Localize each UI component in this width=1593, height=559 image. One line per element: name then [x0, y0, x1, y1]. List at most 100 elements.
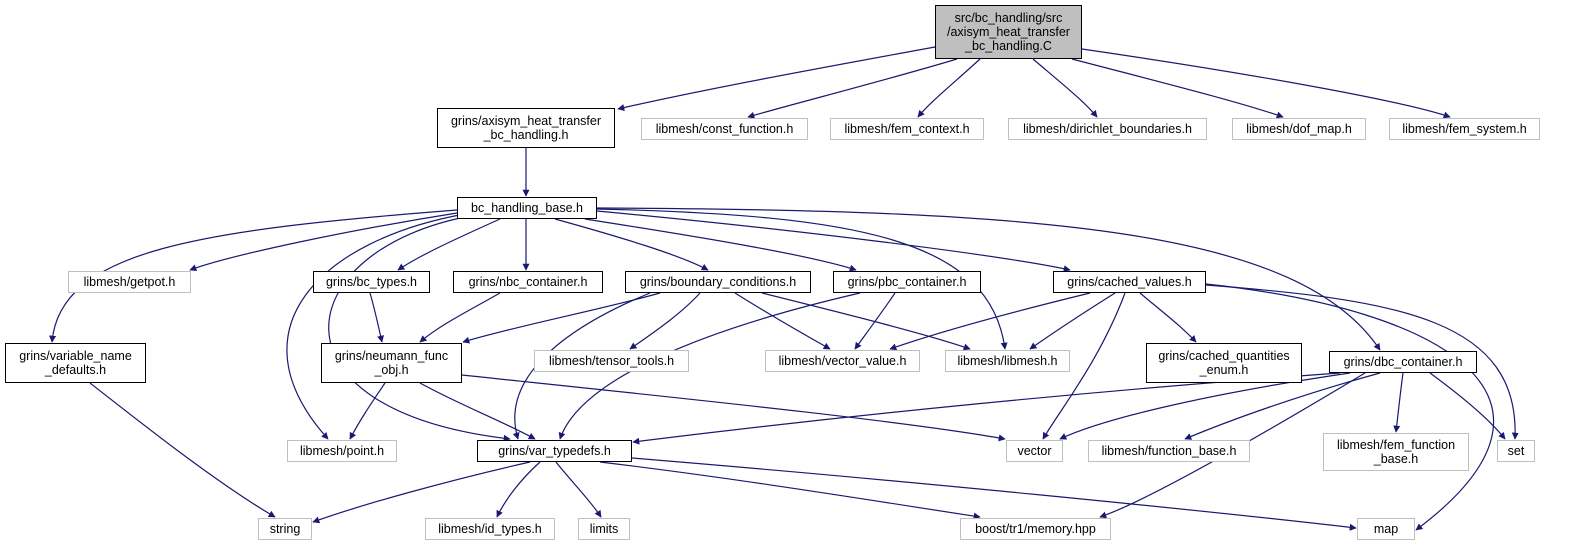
node-vector-value: libmesh/vector_value.h	[765, 350, 920, 372]
edge-boundary-to-tensor	[629, 292, 701, 350]
node-id-types: libmesh/id_types.h	[425, 518, 555, 540]
node-bc-base[interactable]: bc_handling_base.h	[457, 197, 597, 219]
node-neumann[interactable]: grins/neumann_func_obj.h	[321, 343, 462, 383]
edge-var_name-to-string	[89, 382, 276, 518]
node-cached-q[interactable]: grins/cached_quantities_enum.h	[1146, 343, 1302, 383]
node-fem-context: libmesh/fem_context.h	[830, 118, 984, 140]
edge-dbc-to-var_typedefs	[632, 372, 1341, 445]
node-label: libmesh/const_function.h	[655, 122, 794, 136]
node-label: map	[1373, 522, 1399, 536]
node-label: _obj.h	[374, 363, 409, 377]
node-root[interactable]: src/bc_handling/src/axisym_heat_transfer…	[935, 5, 1082, 59]
edge-root-to-fem_system	[1081, 48, 1451, 119]
node-label: limits	[589, 522, 619, 536]
edge-layer	[49, 46, 1519, 531]
node-dbc[interactable]: grins/dbc_container.h	[1329, 351, 1477, 373]
node-libmesh: libmesh/libmesh.h	[945, 350, 1070, 372]
node-string: string	[258, 518, 312, 540]
edge-neumann-to-point	[349, 382, 386, 440]
node-vector: vector	[1006, 440, 1063, 462]
edge-root-to-dof_map	[1071, 58, 1284, 119]
edge-cached_values-to-set	[1205, 284, 1519, 440]
node-label: grins/nbc_container.h	[468, 275, 588, 289]
edge-var_typedefs-to-id_types	[496, 461, 541, 518]
node-label: grins/neumann_func	[334, 349, 449, 363]
node-label: grins/cached_values.h	[1067, 275, 1192, 289]
node-const-function: libmesh/const_function.h	[641, 118, 808, 140]
node-label: grins/cached_quantities	[1158, 349, 1290, 363]
node-label: grins/variable_name	[19, 349, 132, 363]
node-function-base: libmesh/function_base.h	[1088, 440, 1250, 462]
node-label: libmesh/function_base.h	[1101, 444, 1237, 458]
edge-cached_values-to-libmesh	[1029, 292, 1116, 350]
edge-cached_values-to-map	[1205, 283, 1495, 531]
node-label: libmesh/dirichlet_boundaries.h	[1023, 122, 1192, 136]
edge-boundary-to-libmesh	[761, 292, 971, 351]
node-point: libmesh/point.h	[287, 440, 397, 462]
node-cached-values[interactable]: grins/cached_values.h	[1053, 271, 1206, 293]
node-label: _defaults.h	[44, 363, 107, 377]
edge-bc_types-to-neumann	[369, 292, 384, 343]
node-getpot: libmesh/getpot.h	[68, 271, 191, 293]
edge-root-to-fem_context	[917, 58, 981, 118]
node-label: boost/tr1/memory.hpp	[975, 522, 1096, 536]
node-bc-types[interactable]: grins/bc_types.h	[313, 271, 430, 293]
node-label: grins/boundary_conditions.h	[639, 275, 797, 289]
node-label: libmesh/libmesh.h	[957, 354, 1058, 368]
edge-bc_base-to-var_name	[49, 209, 458, 343]
edge-root-to-const_function	[747, 58, 958, 119]
node-dirichlet: libmesh/dirichlet_boundaries.h	[1008, 118, 1207, 140]
edge-root-to-axisym_h	[617, 46, 936, 111]
node-var-name[interactable]: grins/variable_name_defaults.h	[5, 343, 146, 383]
edge-cached_values-to-cached_q	[1139, 292, 1197, 343]
edge-dbc-to-fem_function	[1393, 372, 1404, 433]
edge-bc_base-to-bc_types	[397, 218, 501, 271]
node-nbc[interactable]: grins/nbc_container.h	[453, 271, 603, 293]
node-memory: boost/tr1/memory.hpp	[960, 518, 1111, 540]
node-label: libmesh/point.h	[299, 444, 385, 458]
node-label: /axisym_heat_transfer	[947, 25, 1070, 39]
node-label: bc_handling_base.h	[471, 201, 583, 215]
edge-var_typedefs-to-memory	[599, 461, 981, 520]
node-dof-map: libmesh/dof_map.h	[1232, 118, 1366, 140]
node-limits: limits	[578, 518, 630, 540]
node-label: libmesh/fem_system.h	[1402, 122, 1527, 136]
edge-bc_base-to-pbc	[584, 218, 857, 272]
node-label: src/bc_handling/src	[954, 11, 1063, 25]
node-label: libmesh/fem_context.h	[844, 122, 970, 136]
node-set: set	[1497, 440, 1535, 462]
edge-cached_values-to-vector	[1042, 292, 1126, 440]
node-axisym-h[interactable]: grins/axisym_heat_transfer_bc_handling.h	[437, 108, 615, 148]
edge-dbc-to-set	[1429, 372, 1506, 440]
edge-var_typedefs-to-string	[312, 461, 531, 524]
node-label: libmesh/tensor_tools.h	[548, 354, 675, 368]
edge-bc_base-to-getpot	[189, 212, 458, 272]
edge-bc_base-to-point	[286, 213, 466, 440]
node-map: map	[1357, 518, 1415, 540]
edge-bc_base-to-libmesh	[596, 208, 1008, 350]
edge-nbc-to-neumann	[419, 292, 501, 343]
edge-pbc-to-vector_value	[854, 292, 896, 350]
node-pbc[interactable]: grins/pbc_container.h	[833, 271, 981, 293]
node-label: _bc_handling.h	[483, 128, 569, 142]
edge-var_typedefs-to-limits	[555, 461, 602, 518]
node-label: _base.h	[1373, 452, 1419, 466]
node-tensor: libmesh/tensor_tools.h	[534, 350, 689, 372]
node-label: set	[1507, 444, 1525, 458]
node-label: grins/pbc_container.h	[847, 275, 967, 289]
node-label: _enum.h	[1199, 363, 1249, 377]
node-fem-system: libmesh/fem_system.h	[1389, 118, 1540, 140]
edge-bc_base-to-var_typedefs	[328, 215, 511, 442]
edge-bc_base-to-boundary	[554, 218, 709, 271]
edge-bc_base-to-dbc	[596, 207, 1381, 351]
node-var-typedefs[interactable]: grins/var_typedefs.h	[477, 440, 632, 462]
edge-neumann-to-var_typedefs	[419, 382, 536, 440]
node-boundary[interactable]: grins/boundary_conditions.h	[625, 271, 811, 293]
node-label: grins/bc_types.h	[325, 275, 418, 289]
edge-boundary-to-neumann	[462, 292, 661, 344]
node-label: libmesh/getpot.h	[83, 275, 176, 289]
node-label: libmesh/fem_function	[1336, 438, 1456, 452]
node-label: libmesh/dof_map.h	[1246, 122, 1352, 136]
edge-bc_base-to-cached_values	[596, 210, 1071, 273]
edge-neumann-to-vector	[461, 374, 1006, 442]
